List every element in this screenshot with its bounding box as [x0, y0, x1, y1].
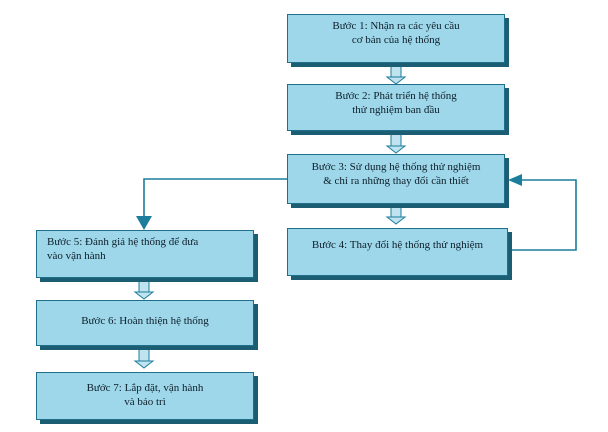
- arrow-step2-to-step3: [385, 131, 407, 154]
- step1-line1: Bước 1: Nhận ra các yêu cầu: [332, 20, 460, 32]
- step7-line1: Bước 7: Lắp đặt, vận hành: [86, 382, 204, 394]
- arrow-step6-to-step7: [133, 346, 155, 369]
- arrow-step5-to-step6: [133, 279, 155, 300]
- arrow-step4-to-step3-loop: [508, 174, 577, 251]
- arrow-step3-to-step5: [136, 178, 287, 230]
- step4-line1: Bước 4: Thay đổi hệ thống thử nghiệm: [311, 239, 484, 251]
- step7-line2: và bảo trì: [124, 396, 166, 408]
- step1-box: Bước 1: Nhận ra các yêu cầu cơ bản của h…: [287, 14, 505, 63]
- step5-box: Bước 5: Đánh giá hệ thống để đưa vào vận…: [36, 230, 254, 278]
- step3-line2: & chỉ ra những thay đổi cần thiết: [323, 175, 469, 187]
- step1-line2: cơ bản của hệ thống: [351, 34, 441, 46]
- step2-line2: thử nghiệm ban đầu: [352, 104, 440, 116]
- step6-box: Bước 6: Hoàn thiện hệ thống: [36, 300, 254, 346]
- arrow-step1-to-step2: [385, 64, 407, 85]
- step4-box: Bước 4: Thay đổi hệ thống thử nghiệm: [287, 228, 508, 276]
- step5-line2: vào vận hành: [47, 250, 106, 262]
- step3-box: Bước 3: Sử dụng hệ thống thử nghiệm & ch…: [287, 154, 505, 204]
- step2-line1: Bước 2: Phát triển hệ thống: [335, 90, 457, 102]
- step2-box: Bước 2: Phát triển hệ thống thử nghiệm b…: [287, 84, 505, 131]
- arrow-step3-to-step4: [385, 204, 407, 225]
- step7-box: Bước 7: Lắp đặt, vận hành và bảo trì: [36, 372, 254, 420]
- step5-line1: Bước 5: Đánh giá hệ thống để đưa: [47, 236, 199, 248]
- step6-line1: Bước 6: Hoàn thiện hệ thống: [81, 315, 209, 327]
- step3-line1: Bước 3: Sử dụng hệ thống thử nghiệm: [311, 161, 481, 173]
